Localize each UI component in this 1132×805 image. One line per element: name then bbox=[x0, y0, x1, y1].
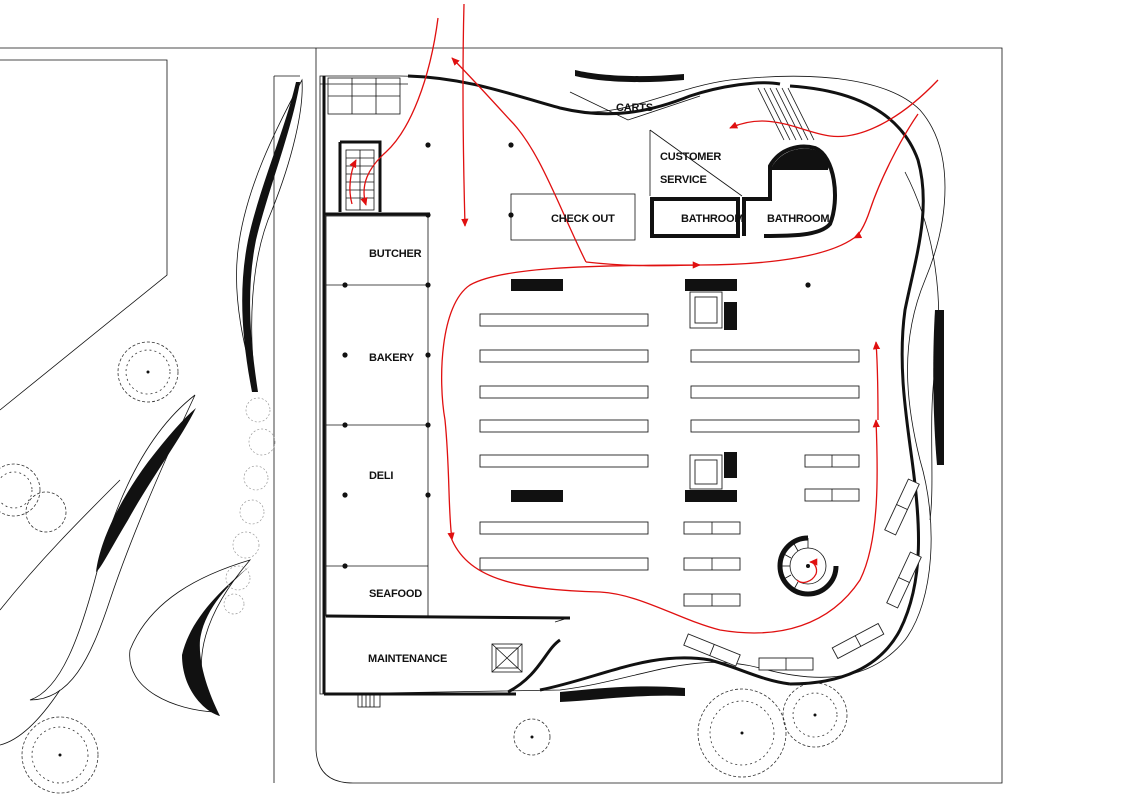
landscape-berms bbox=[0, 78, 303, 746]
tree bbox=[25, 491, 67, 533]
tree bbox=[117, 341, 179, 403]
entrance-canopy bbox=[320, 77, 408, 115]
label-customer-service-2: SERVICE bbox=[660, 174, 707, 186]
label-bathroom-left: BATHROOM bbox=[681, 213, 743, 225]
tree bbox=[21, 716, 99, 794]
label-seafood: SEAFOOD bbox=[369, 588, 422, 600]
spiral-stair bbox=[777, 535, 839, 597]
label-bakery: BAKERY bbox=[369, 352, 415, 364]
departments bbox=[325, 215, 571, 708]
room-labels: CARTS CUSTOMER SERVICE BATHROOM BATHROOM… bbox=[368, 102, 830, 665]
site-boundary bbox=[0, 47, 1003, 784]
customer-service-area bbox=[569, 87, 837, 238]
checkout-counter bbox=[510, 193, 636, 241]
label-maintenance: MAINTENANCE bbox=[368, 653, 447, 665]
circulation-arrows bbox=[349, 3, 939, 634]
label-customer-service-1: CUSTOMER bbox=[660, 151, 721, 163]
trees bbox=[0, 341, 848, 794]
tree bbox=[0, 463, 41, 517]
tree bbox=[782, 682, 848, 748]
building-envelope bbox=[319, 70, 946, 702]
stair-entrance bbox=[324, 140, 430, 216]
label-deli: DELI bbox=[369, 470, 393, 482]
shelving bbox=[479, 279, 922, 671]
label-checkout: CHECK OUT bbox=[551, 213, 615, 225]
label-bathroom-right: BATHROOM bbox=[767, 213, 829, 225]
label-butcher: BUTCHER bbox=[369, 248, 422, 260]
tree bbox=[513, 718, 551, 756]
tree bbox=[697, 688, 787, 778]
shrubs bbox=[223, 397, 276, 615]
label-carts: CARTS bbox=[616, 102, 653, 114]
